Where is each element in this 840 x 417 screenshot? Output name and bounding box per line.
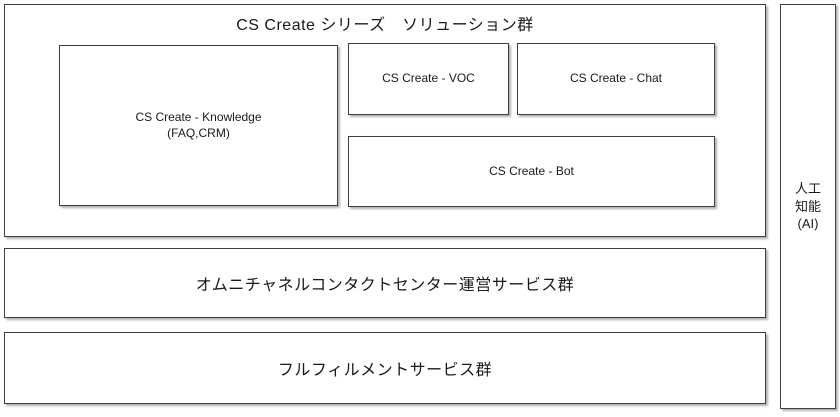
knowledge-label-line2: (FAQ,CRM) (167, 125, 230, 140)
ai-label-line1: 人工 (794, 181, 821, 197)
ai-label-line2: 知能 (794, 198, 821, 214)
ai-label: 人工 知能 (AI) (795, 180, 821, 233)
ai-box: 人工 知能 (AI) (780, 4, 836, 409)
knowledge-label-line1: CS Create - Knowledge (135, 109, 262, 124)
omnichannel-box: オムニチャネルコンタクトセンター運営サービス群 (4, 248, 766, 318)
group-title: CS Create シリーズ ソリューション群 (236, 17, 534, 34)
knowledge-label: CS Create - Knowledge (FAQ,CRM) (135, 110, 261, 141)
omnichannel-label: オムニチャネルコンタクトセンター運営サービス群 (195, 277, 575, 294)
bot-label: CS Create - Bot (489, 163, 574, 178)
cs-create-group-box: CS Create シリーズ ソリューション群 CS Create - Know… (4, 4, 766, 237)
knowledge-box: CS Create - Knowledge (FAQ,CRM) (59, 45, 338, 206)
voc-label: CS Create - VOC (382, 71, 475, 86)
ai-label-line3: (AI) (797, 216, 819, 232)
chat-box: CS Create - Chat (517, 43, 715, 115)
voc-box: CS Create - VOC (348, 43, 509, 115)
fulfillment-label: フルフィルメントサービス群 (277, 362, 493, 379)
bot-box: CS Create - Bot (348, 136, 715, 207)
chat-label: CS Create - Chat (569, 71, 663, 86)
fulfillment-box: フルフィルメントサービス群 (4, 332, 766, 404)
